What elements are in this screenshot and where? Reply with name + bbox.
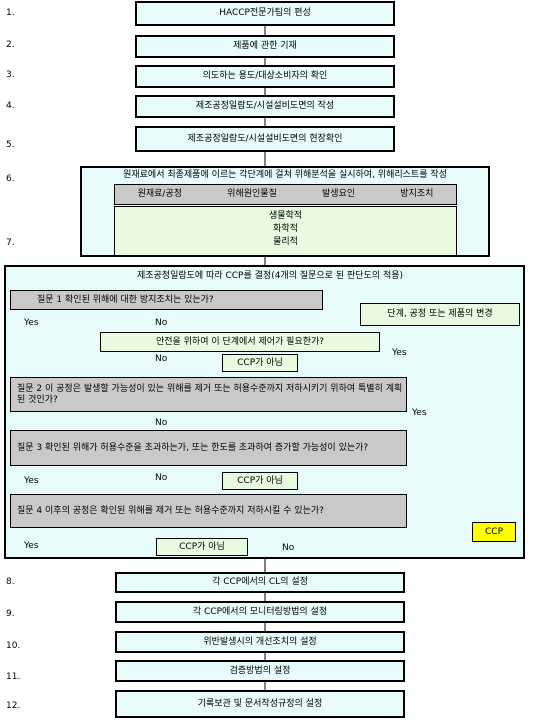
step-box-onsite-verification: 제조공정일람도/시설설비도면의 현장확인 (135, 126, 395, 152)
no-label: No (155, 473, 168, 483)
step-number: 4. (6, 101, 15, 111)
step-box-verification: 검증방법의 설정 (115, 660, 405, 682)
step-box-flow-diagram: 제조공정일람도/시설설비도면의 작성 (135, 95, 395, 118)
question-2-box: 질문 2 이 공정은 발생할 가능성이 있는 위해를 제거 또는 허용수준까지 … (10, 377, 407, 412)
ccp-decision-title: 제조공정일람도에 따라 CCP를 결정(4개의 질문으로 된 판단도의 적용) (136, 271, 404, 281)
control-needed-box: 안전을 위하여 이 단계에서 제어가 필요한가? (100, 332, 380, 352)
step-number: 1. (6, 8, 15, 18)
hazard-analysis-title: 원재료에서 최종제품에 이르는 각단계에 걸쳐 위해분석을 실시하여, 위해리스… (123, 170, 447, 180)
hazard-types-box: 생물학적 화학적 물리적 (114, 206, 457, 256)
step-number: 9. (6, 609, 15, 619)
no-label: No (282, 543, 295, 553)
hazard-header-cell: 발생요인 (322, 189, 356, 199)
yes-label: Yes (24, 476, 39, 486)
hazard-header-cell: 방지조치 (400, 189, 434, 199)
step-box-intended-use: 의도하는 용도/대상소비자의 확인 (135, 65, 395, 88)
question-4-box: 질문 4 이후의 공정은 확인된 위해를 제거 또는 허용수준까지 저하시킬 수… (10, 494, 407, 528)
yes-label: Yes (412, 408, 427, 418)
step-number: 5. (6, 140, 15, 150)
no-label: No (155, 354, 168, 364)
yes-label: Yes (24, 318, 39, 328)
hazard-analysis-box: 원재료에서 최종제품에 이르는 각단계에 걸쳐 위해분석을 실시하여, 위해리스… (80, 166, 490, 257)
step-number: 3. (6, 70, 15, 80)
hazard-type: 화학적 (273, 224, 298, 234)
step-box-critical-limits: 각 CCP에서의 CL의 설정 (115, 572, 405, 593)
question-3-box: 질문 3 확인된 위해가 허용수준을 초과하는가, 또는 한도를 초과하여 증가… (10, 430, 407, 466)
yes-label: Yes (24, 541, 39, 551)
step-number: 10. (6, 641, 21, 651)
not-ccp-box: CCP가 아님 (222, 354, 298, 372)
hazard-type: 생물학적 (268, 211, 303, 221)
question-1-box: 질문 1 확인된 위해에 대한 방지조치는 있는가? (10, 290, 323, 310)
step-number: 2. (6, 40, 15, 50)
modify-step-box: 단계, 공정 또는 제품의 변경 (360, 303, 520, 326)
step-box-product-description: 제품에 관한 기재 (135, 35, 395, 58)
hazard-type: 물리적 (273, 237, 298, 247)
step-box-corrective-action: 위반발생시의 개선조치의 설정 (115, 631, 405, 653)
step-number: 8. (6, 577, 15, 587)
no-label: No (155, 418, 168, 428)
ccp-box: CCP (472, 522, 516, 542)
no-label: No (155, 318, 168, 328)
step-number: 6. (6, 174, 15, 184)
not-ccp-box: CCP가 아님 (222, 472, 298, 490)
hazard-header-cell: 원재료/공정 (137, 189, 183, 199)
not-ccp-box: CCP가 아님 (156, 538, 248, 556)
hazard-header-cell: 위해원인물질 (227, 189, 277, 199)
step-number: 12. (6, 701, 21, 711)
step-box-record-keeping: 기록보관 및 문서작성규정의 설정 (115, 690, 405, 718)
hazard-table-header: 원재료/공정 위해원인물질 발생요인 방지조치 (114, 184, 457, 205)
step-box-monitoring: 각 CCP에서의 모니터링방법의 설정 (115, 601, 405, 623)
step-number: 7. (6, 238, 15, 248)
step-box-team: HACCP전문가팀의 편성 (135, 1, 395, 26)
yes-label: Yes (392, 348, 407, 358)
step-number: 11. (6, 672, 21, 682)
